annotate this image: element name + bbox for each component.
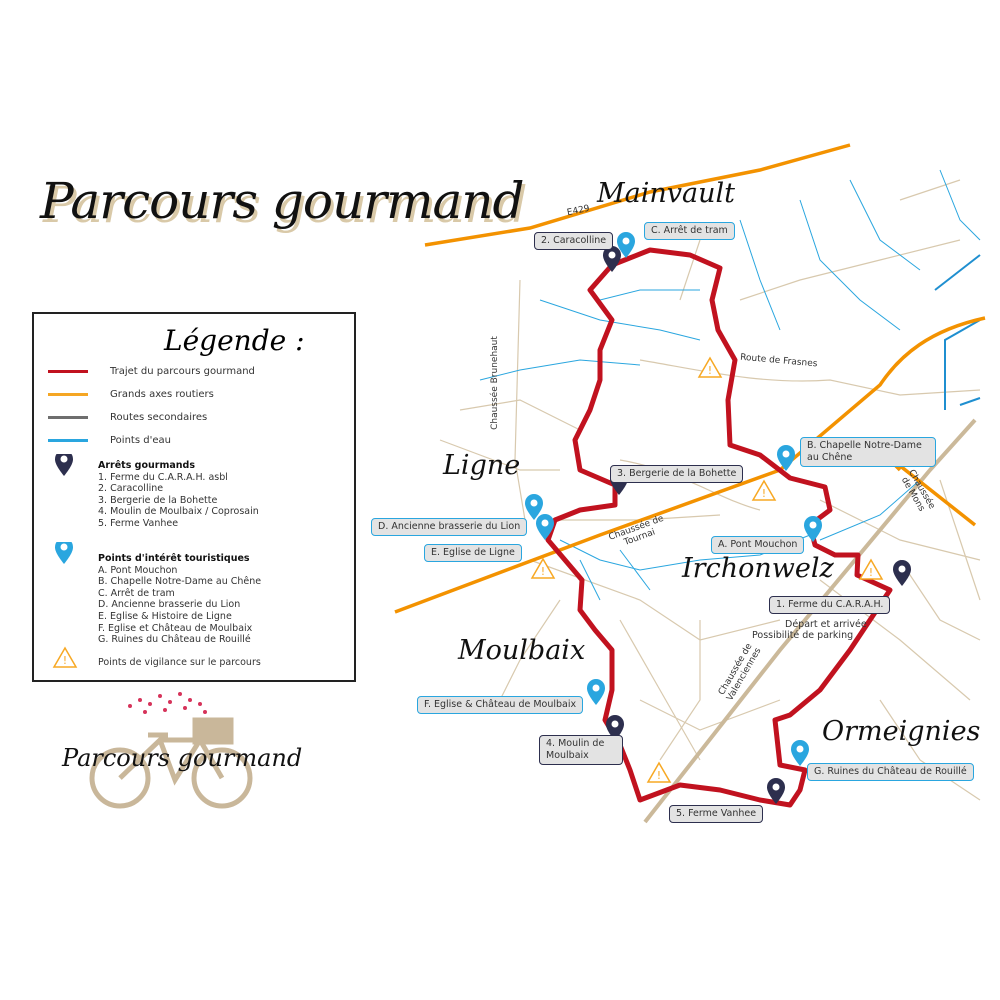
label-moulin[interactable]: 4. Moulin de Moulbaix xyxy=(539,735,623,765)
legend-heading: Légende : xyxy=(164,324,305,357)
poi-pin-g xyxy=(791,740,809,766)
hearts-decoration xyxy=(128,692,207,714)
label-eglise-moulbaix[interactable]: F. Eglise & Château de Moulbaix xyxy=(417,696,584,714)
label-ferme-vanhee[interactable]: 5. Ferme Vanhee xyxy=(669,805,764,823)
stop-pin-icon xyxy=(55,454,73,476)
label-brasserie[interactable]: D. Ancienne brasserie du Lion xyxy=(371,518,528,536)
label-eglise-ligne[interactable]: E. Eglise de Ligne xyxy=(424,544,522,562)
logo-text: Parcours gourmand xyxy=(62,744,303,772)
water-bodies xyxy=(934,254,981,410)
label-arret-tram[interactable]: C. Arrêt de tram xyxy=(644,222,735,240)
place-moulbaix: Moulbaix xyxy=(458,635,586,666)
legend-main-roads: Grands axes routiers xyxy=(48,389,214,400)
label-ferme-carah[interactable]: 1. Ferme du C.A.R.A.H. xyxy=(769,596,891,614)
label-depart: Départ et arrivée xyxy=(785,619,867,630)
bicycle-logo xyxy=(89,717,253,809)
poi-pins xyxy=(525,232,822,766)
poi-pin-icon xyxy=(55,542,73,564)
legend-pois: Points d'intérêt touristiques A. Pont Mo… xyxy=(98,553,262,646)
place-ormeignies: Ormeignies xyxy=(822,716,981,747)
label-pont-mouchon[interactable]: A. Pont Mouchon xyxy=(711,536,805,554)
poi-pin-f xyxy=(587,679,605,705)
place-ligne: Ligne xyxy=(443,450,521,481)
label-caracolline[interactable]: 2. Caracolline xyxy=(534,232,614,250)
road-label-brunehaut: Chaussée Brunehaut xyxy=(489,336,500,430)
route-parcours-gourmand xyxy=(545,247,893,808)
legend-vigilance: Points de vigilance sur le parcours xyxy=(98,657,261,668)
legend-stops: Arrêts gourmands 1. Ferme du C.A.R.A.H. … xyxy=(98,460,259,529)
warning-icon xyxy=(53,647,77,668)
road-chaussee-tournai xyxy=(394,316,986,614)
page-title: Parcours gourmand xyxy=(40,172,525,230)
place-mainvault: Mainvault xyxy=(597,178,735,209)
water-network xyxy=(479,169,981,601)
road-chaussee-valenciennes xyxy=(643,418,977,824)
stop-pin-1 xyxy=(893,560,911,586)
label-parking: Possibilité de parking xyxy=(752,630,854,641)
label-chapelle[interactable]: B. Chapelle Notre-Dame au Chêne xyxy=(800,437,936,467)
label-bergerie[interactable]: 3. Bergerie de la Bohette xyxy=(610,465,744,483)
legend-route: Trajet du parcours gourmand xyxy=(48,366,255,377)
road-e429 xyxy=(424,143,851,247)
legend-panel: Légende : Trajet du parcours gourmand Gr… xyxy=(32,312,356,682)
place-irchonwelz: Irchonwelz xyxy=(682,553,834,584)
legend-secondary-roads: Routes secondaires xyxy=(48,412,207,423)
poi-pin-a xyxy=(804,516,822,542)
label-ruines-rouille[interactable]: G. Ruines du Château de Rouillé xyxy=(807,763,974,781)
legend-water: Points d'eau xyxy=(48,435,171,446)
